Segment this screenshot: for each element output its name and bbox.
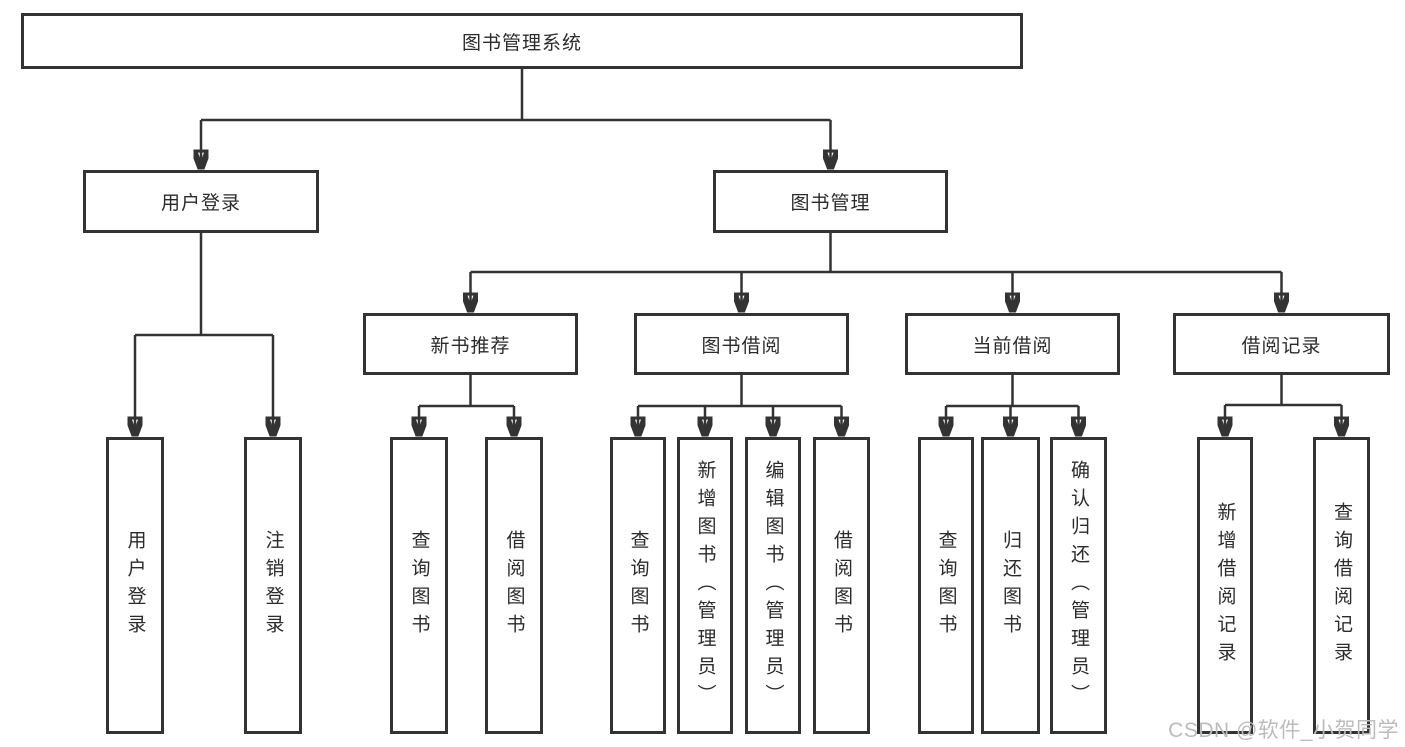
leaf-borrow-books-borrowing: 借阅图书 (813, 437, 870, 734)
leaf-borrow-books-recommend: 借阅图书 (485, 437, 543, 734)
leaf-query-books-current: 查询图书 (918, 437, 974, 734)
node-borrowing-records: 借阅记录 (1173, 313, 1390, 375)
leaf-return-books: 归还图书 (981, 437, 1040, 734)
connector-book-management-children (471, 233, 1282, 310)
node-book-borrowing: 图书借阅 (634, 313, 849, 375)
leaf-query-books-borrowing: 查询图书 (610, 437, 666, 734)
leaf-logout: 注销登录 (244, 437, 302, 734)
csdn-watermark: CSDN @软件_小贺同学 (1168, 719, 1399, 742)
connector-root-to-level2 (201, 69, 831, 167)
connector-current-borrowing-children (946, 375, 1079, 434)
leaf-add-books-admin: 新增图书（管理员） (677, 437, 733, 734)
leaf-add-borrow-record: 新增借阅记录 (1197, 437, 1253, 734)
connector-new-book-recommend-children (419, 375, 514, 434)
leaf-user-login: 用户登录 (106, 437, 164, 734)
node-book-management: 图书管理 (713, 170, 948, 233)
node-current-borrowing: 当前借阅 (905, 313, 1120, 375)
leaf-confirm-return-admin: 确认归还（管理员） (1050, 437, 1107, 734)
node-user-login: 用户登录 (83, 170, 319, 233)
node-library-management-system: 图书管理系统 (21, 13, 1023, 69)
node-new-book-recommend: 新书推荐 (363, 313, 578, 375)
leaf-query-books-recommend: 查询图书 (390, 437, 448, 734)
connector-user-login-children (135, 233, 273, 434)
leaf-edit-books-admin: 编辑图书（管理员） (745, 437, 801, 734)
connector-borrowing-records-children (1225, 375, 1342, 434)
leaf-query-borrow-record: 查询借阅记录 (1313, 437, 1370, 734)
connector-book-borrowing-children (638, 375, 842, 434)
